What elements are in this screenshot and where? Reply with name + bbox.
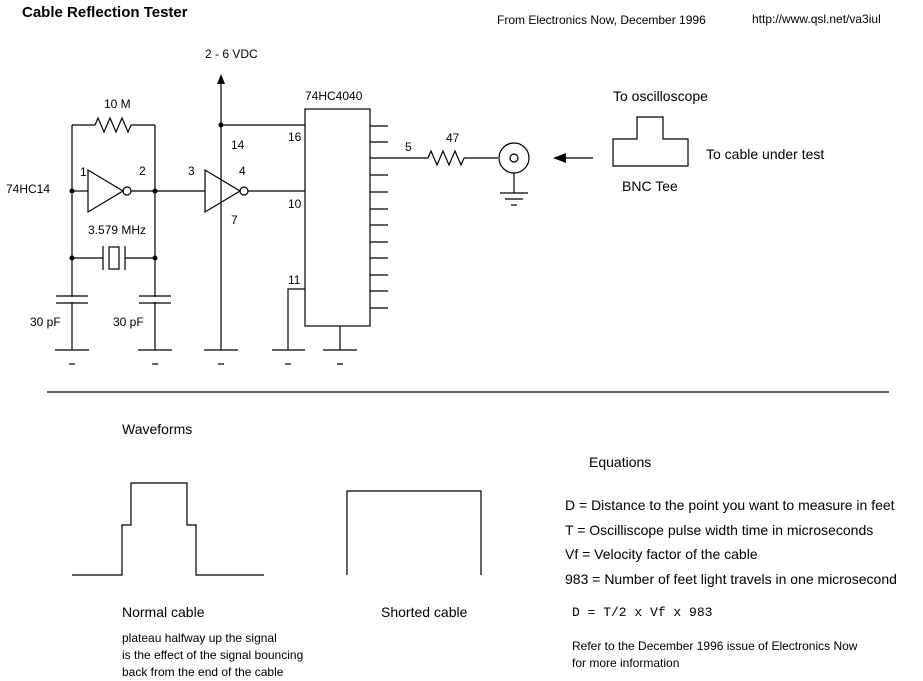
pin-label: 2 (139, 164, 146, 178)
ground-symbol (138, 349, 172, 365)
counter-chip-label: 74HC4040 (305, 89, 363, 103)
cable-label: To cable under test (706, 146, 824, 162)
ground-symbol (55, 349, 89, 365)
cap-gap (60, 297, 84, 302)
pin-label: 14 (231, 138, 245, 152)
bnc-tee-icon (612, 116, 689, 167)
equation-definition: D = Distance to the point you want to me… (565, 497, 895, 513)
equation-definition: T = Oscilliscope pulse width time in mic… (565, 522, 873, 538)
inverter-1 (87, 168, 125, 214)
source-credit: From Electronics Now, December 1996 (497, 13, 706, 27)
equation-definition: Vf = Velocity factor of the cable (565, 546, 758, 562)
ground-symbol (204, 349, 238, 365)
counter-output-pins (370, 125, 388, 309)
pin-label: 5 (405, 140, 412, 154)
reference-note: Refer to the December 1996 issue of Elec… (572, 639, 858, 653)
cap-left-label: 30 pF (30, 315, 61, 329)
normal-cable-label: Normal cable (122, 604, 205, 620)
oscilloscope-label: To oscilloscope (613, 88, 708, 104)
cap-gap (143, 297, 167, 302)
equations-title: Equations (589, 454, 651, 470)
normal-cable-waveform (72, 482, 264, 576)
junction-dot (152, 188, 158, 194)
inverter-chip-label: 74HC14 (6, 182, 50, 196)
crystal-label: 3.579 MHz (88, 223, 146, 237)
wire-reset-ground (287, 288, 305, 350)
pin-label: 3 (188, 164, 195, 178)
bnc-connector (498, 142, 530, 174)
pin-label: 16 (288, 130, 302, 144)
crystal (108, 246, 120, 270)
bnc-center-pin (509, 153, 519, 163)
arrow-left-icon (553, 153, 566, 163)
cap-right-label: 30 pF (113, 315, 144, 329)
ground-symbol (500, 192, 528, 206)
diagram-title: Cable Reflection Tester (22, 4, 188, 21)
series-resistor (427, 149, 465, 167)
feedback-resistor (94, 116, 132, 134)
supply-arrow-icon (217, 74, 225, 84)
ground-symbol (272, 349, 305, 365)
pin-label: 7 (231, 213, 238, 227)
pin-label: 4 (239, 164, 246, 178)
bnc-tee-label: BNC Tee (622, 178, 678, 194)
pin-label: 11 (288, 273, 301, 287)
pin-label: 1 (80, 165, 87, 179)
supply-label: 2 - 6 VDC (205, 47, 258, 61)
pin-label: 10 (288, 197, 302, 211)
waveforms-title: Waveforms (122, 421, 192, 437)
inverter-bubble (122, 186, 132, 196)
normal-cable-note: is the effect of the signal bouncing (122, 648, 303, 662)
shorted-cable-waveform (346, 490, 482, 575)
ground-symbol (323, 349, 357, 365)
normal-cable-note: back from the end of the cable (122, 665, 284, 679)
source-url: http://www.qsl.net/va3iul (752, 12, 881, 26)
feedback-resistor-label: 10 M (104, 97, 131, 111)
reference-note: for more information (572, 656, 679, 670)
distance-formula: D = T/2 x Vf x 983 (572, 605, 712, 620)
shorted-cable-label: Shorted cable (381, 604, 468, 620)
series-resistor-label: 47 (446, 131, 460, 145)
inverter-2 (204, 168, 242, 214)
equation-definition: 983 = Number of feet light travels in on… (565, 571, 897, 587)
normal-cable-note: plateau halfway up the signal (122, 631, 277, 645)
counter-ic (304, 108, 371, 327)
inverter-bubble (239, 186, 249, 196)
